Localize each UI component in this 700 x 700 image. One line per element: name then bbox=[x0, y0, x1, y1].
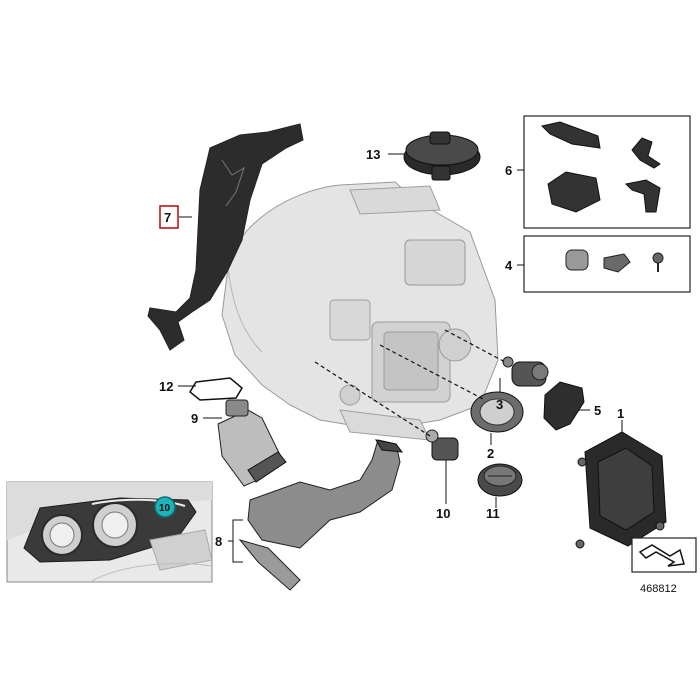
callout-2: 2 bbox=[487, 446, 494, 461]
assembly-lines bbox=[314, 329, 506, 437]
part-1-control-unit bbox=[575, 431, 667, 549]
callout-13: 13 bbox=[366, 147, 380, 162]
callout-4: 4 bbox=[505, 258, 513, 273]
part-5-cap bbox=[543, 381, 585, 431]
callout-3: 3 bbox=[496, 397, 503, 412]
callout-1: 1 bbox=[617, 406, 624, 421]
inset-callout-10: 10 bbox=[159, 503, 171, 514]
inset-vehicle-photo: 10 bbox=[6, 481, 213, 583]
kit-box-4 bbox=[523, 235, 691, 293]
part-11-round-cover bbox=[477, 463, 523, 497]
callout-6: 6 bbox=[505, 163, 512, 178]
part-9-ballast bbox=[217, 399, 287, 487]
callout-8: 8 bbox=[215, 534, 222, 549]
part-2-ring bbox=[470, 391, 524, 433]
part-12-seal bbox=[189, 377, 243, 401]
callout-7-highlight-box bbox=[159, 205, 179, 229]
callout-10: 10 bbox=[436, 506, 450, 521]
callout-12: 12 bbox=[159, 379, 173, 394]
part-8-air-duct bbox=[238, 439, 404, 591]
part-3-bulb-holder bbox=[502, 356, 549, 387]
callout-7: 7 bbox=[164, 210, 171, 225]
inset-callout-badge bbox=[154, 496, 176, 518]
callout-5: 5 bbox=[594, 403, 601, 418]
leader-lines bbox=[178, 153, 623, 563]
callout-labels: 13 6 4 7 12 9 3 5 1 2 10 11 8 bbox=[159, 147, 624, 549]
callout-9: 9 bbox=[191, 411, 198, 426]
orientation-arrow bbox=[631, 537, 697, 573]
headlight-housing bbox=[221, 181, 499, 441]
kit-box-6 bbox=[523, 115, 691, 229]
figure-number: 468812 bbox=[640, 583, 677, 595]
callout-11: 11 bbox=[486, 506, 500, 521]
part-13-cover-cap bbox=[403, 131, 481, 181]
part-10-socket bbox=[425, 429, 459, 461]
part-7-bracket bbox=[147, 123, 304, 351]
